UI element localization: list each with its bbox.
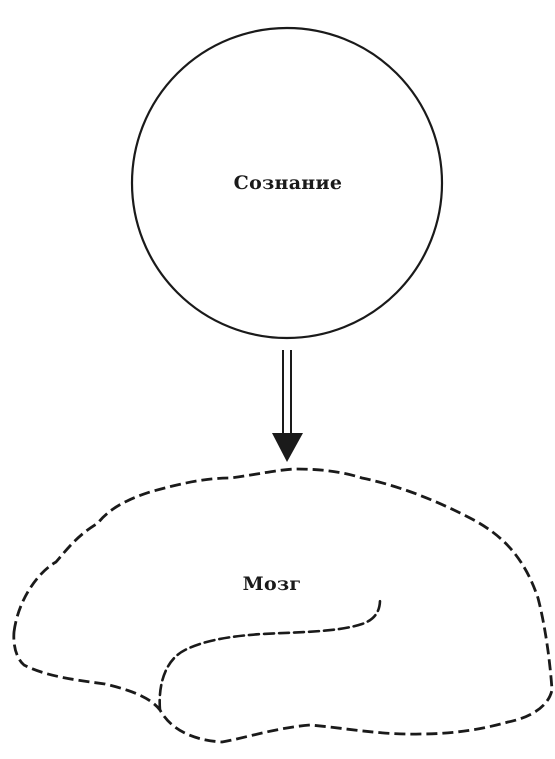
brain-node: Мозг [12, 467, 554, 744]
arrow-head [272, 433, 303, 462]
brain-sulcus [158, 598, 382, 712]
consciousness-node: Сознание [130, 26, 444, 340]
influence-arrow [272, 350, 303, 462]
brain-label: Мозг [243, 573, 302, 595]
brain-outline [12, 467, 554, 744]
consciousness-label: Сознание [234, 172, 343, 194]
consciousness-circle [130, 26, 444, 340]
